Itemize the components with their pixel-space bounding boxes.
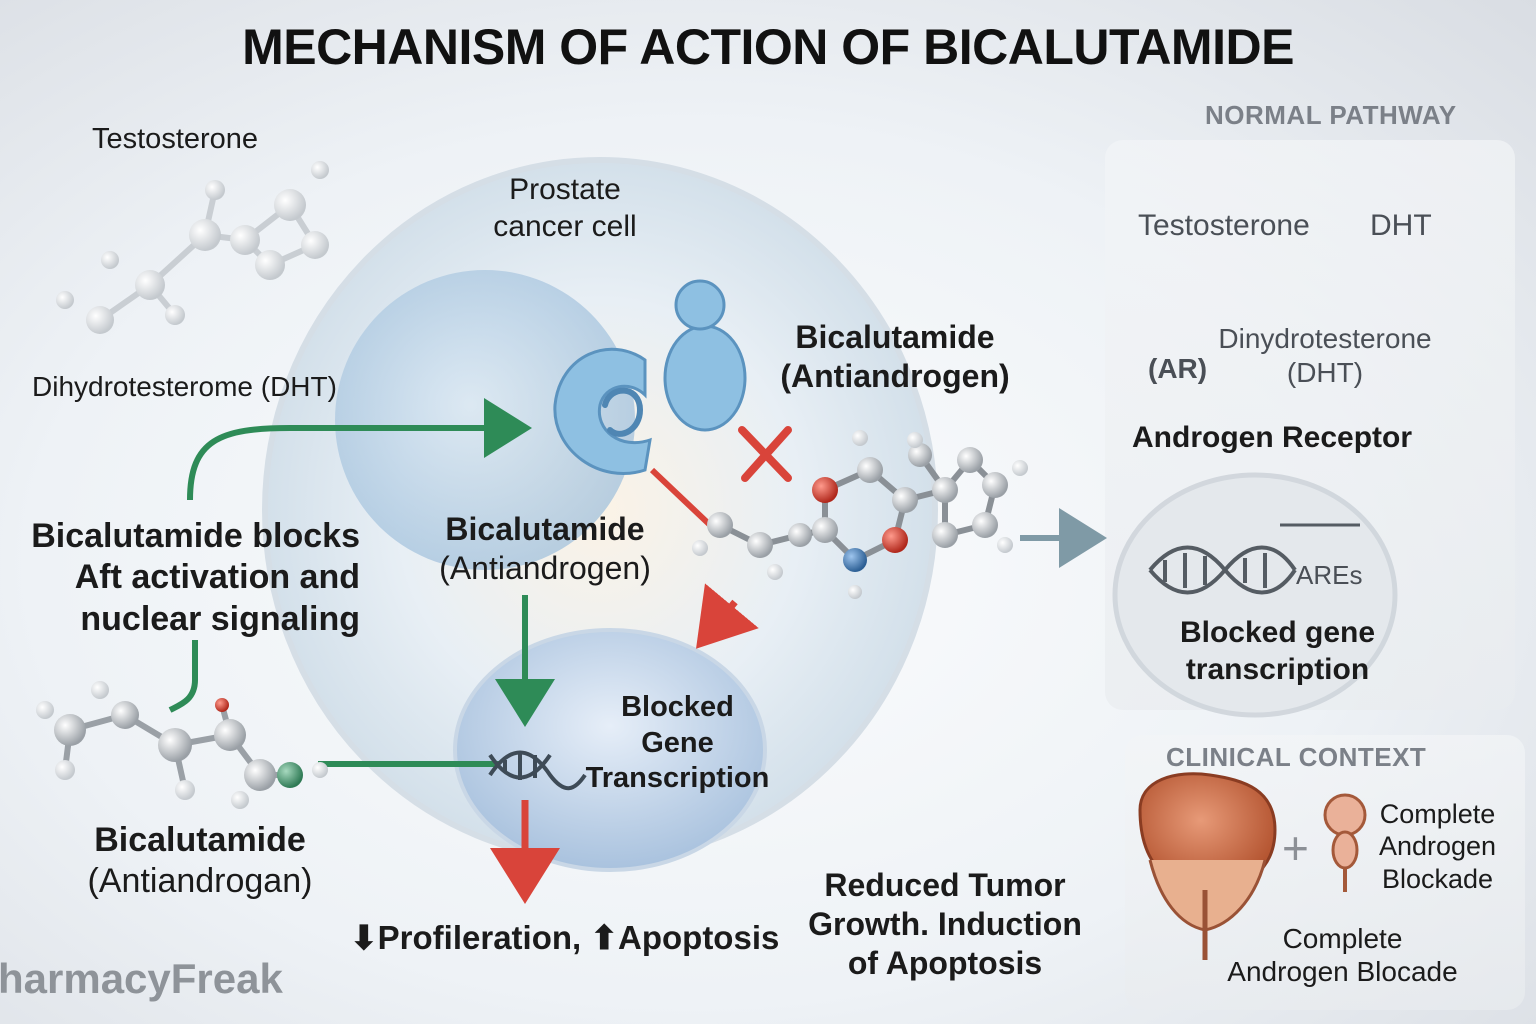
up-arrow-icon: ⬆ bbox=[590, 919, 619, 956]
inner-drug-class: (Antiandrogen) bbox=[439, 550, 651, 587]
np-dht-full-line-2: (DHT) bbox=[1286, 357, 1364, 389]
np-ares: AREs bbox=[1296, 560, 1363, 590]
tumor-line-3: of Apoptosis bbox=[847, 945, 1043, 982]
clinical-bottom-line-1: Complete bbox=[1282, 923, 1403, 954]
bicalutamide-atoms-center bbox=[692, 430, 1028, 599]
clinical-bottom-text: Complete Androgen Blocade bbox=[1215, 922, 1470, 988]
clinical-side-line-2: Androgen bbox=[1378, 831, 1497, 862]
plus-icon: + bbox=[1282, 822, 1309, 874]
normal-pathway-heading: NORMAL PATHWAY bbox=[1205, 100, 1457, 130]
clinical-side-text: Complete Androgen Blockade bbox=[1365, 798, 1510, 895]
clinical-side-line-1: Complete bbox=[1379, 799, 1496, 829]
np-testosterone: Testosterone bbox=[1138, 209, 1310, 242]
arrow-dht-to-receptor bbox=[187, 398, 532, 501]
ares-dna-icon bbox=[1148, 523, 1360, 595]
label-blocked-gene-transcription: Blocked Gene Transcription bbox=[570, 690, 785, 797]
page-title: MECHANISM OF ACTION OF BICALUTAMIDE bbox=[242, 19, 1294, 75]
molecule-class: (Antiandrogen) bbox=[780, 358, 1010, 395]
tumor-line-2: Growth. Induction bbox=[808, 906, 1082, 943]
np-ar: (AR) bbox=[1148, 353, 1208, 384]
block-x-icon bbox=[738, 426, 792, 482]
label-testosterone: Testosterone bbox=[92, 123, 259, 155]
connector-left-down bbox=[168, 640, 198, 713]
inner-drug-name: Bicalutamide bbox=[445, 511, 645, 547]
label-prostate-cancer-cell: Prostate cancer cell bbox=[450, 172, 680, 245]
normal-pathway-nucleus bbox=[1112, 472, 1398, 718]
apoptosis-text: Apoptosis bbox=[618, 919, 780, 956]
np-blocked-line-1: Blocked gene bbox=[1179, 616, 1376, 649]
watermark-text: harmacyFreak bbox=[0, 955, 283, 1002]
cell-label-line-1: Prostate bbox=[509, 173, 621, 206]
prostate-organ-icon bbox=[1138, 772, 1277, 960]
bicalutamide-atoms-left bbox=[36, 681, 328, 809]
label-bicalutamide-left: Bicalutamide (Antiandrogan) bbox=[60, 820, 340, 903]
clinical-side-line-3: Blockade bbox=[1381, 863, 1494, 894]
blocks-line-3: nuclear signaling bbox=[80, 599, 360, 638]
dna-helix-icon bbox=[488, 750, 587, 791]
np-dht: DHT bbox=[1370, 209, 1432, 242]
molecule-name: Bicalutamide bbox=[795, 319, 995, 355]
nucleus-line-1: Blocked bbox=[621, 691, 734, 723]
down-arrow-icon: ⬇ bbox=[350, 919, 378, 956]
proliferation-text: Profileration, bbox=[377, 919, 582, 956]
line-red-binding bbox=[649, 467, 713, 528]
nucleus-line-3: Transcription bbox=[585, 762, 770, 795]
blocks-line-1: Bicalutamide blocks bbox=[31, 517, 360, 555]
clinical-context-heading: CLINICAL CONTEXT bbox=[1166, 742, 1427, 772]
np-blocked-gene-transcription: Blocked gene transcription bbox=[1150, 615, 1405, 688]
label-blocks-text: Bicalutamide blocks Aft activation and n… bbox=[30, 516, 360, 640]
small-gland-icon bbox=[1323, 793, 1367, 892]
label-reduced-tumor-growth: Reduced Tumor Growth. Induction of Apopt… bbox=[800, 866, 1090, 983]
arrow-red-into-nucleus bbox=[696, 583, 759, 649]
cell-label-line-2: cancer cell bbox=[493, 209, 637, 243]
clinical-bottom-line-2: Androgen Blocade bbox=[1227, 956, 1458, 988]
label-bicalutamide-molecule: Bicalutamide (Antiandrogen) bbox=[770, 318, 1020, 396]
testosterone-atoms bbox=[56, 161, 329, 334]
drug-name-left: Bicalutamide bbox=[94, 821, 306, 859]
np-blocked-line-2: transcription bbox=[1185, 652, 1370, 686]
blocks-line-2: Aft activation and bbox=[74, 558, 360, 597]
tumor-line-1: Reduced Tumor bbox=[824, 867, 1066, 903]
drug-class-left: (Antiandrogan) bbox=[87, 862, 313, 901]
np-dht-full: Dinydrotesterone (DHT) bbox=[1205, 322, 1445, 390]
nucleus-line-2: Gene bbox=[641, 726, 714, 759]
label-bicalutamide-inner: Bicalutamide (Antiandrogen) bbox=[405, 510, 685, 588]
label-proliferation-apoptosis: ⬇Profileration, ⬆Apoptosis bbox=[350, 918, 779, 958]
androgen-receptor-shape bbox=[553, 279, 747, 476]
np-androgen-receptor: Androgen Receptor bbox=[1132, 421, 1413, 454]
label-dht: Dihydrotesterome (DHT) bbox=[32, 371, 337, 402]
np-dht-full-line-1: Dinydrotesterone bbox=[1218, 323, 1432, 354]
